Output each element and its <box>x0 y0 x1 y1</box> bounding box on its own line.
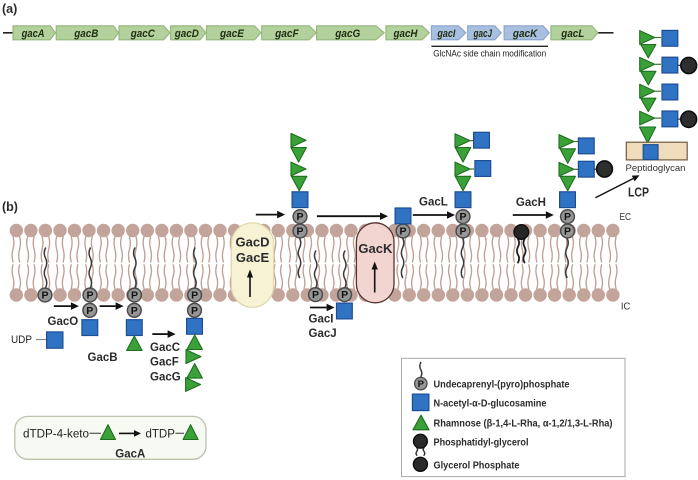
svg-text:gacB: gacB <box>73 28 98 40</box>
svg-text:GacI: GacI <box>309 314 334 326</box>
svg-text:gacJ: gacJ <box>473 28 493 40</box>
svg-text:Phosphatidyl-glycerol: Phosphatidyl-glycerol <box>434 437 529 448</box>
svg-text:GacL: GacL <box>419 197 448 209</box>
svg-text:gacI: gacI <box>437 28 457 40</box>
svg-text:gacF: gacF <box>274 28 299 40</box>
svg-text:P: P <box>459 226 466 238</box>
svg-text:Rhamnose (β-1,4-L-Rha, α-1,2/1: Rhamnose (β-1,4-L-Rha, α-1,2/1,3-L-Rha) <box>434 419 613 430</box>
svg-text:N-acetyl-α-D-glucosamine: N-acetyl-α-D-glucosamine <box>434 398 547 409</box>
svg-text:dTDP-4-keto: dTDP-4-keto <box>23 428 89 440</box>
svg-text:UDP: UDP <box>11 334 32 346</box>
svg-text:GacB: GacB <box>88 352 118 364</box>
svg-text:Peptidoglycan: Peptidoglycan <box>626 163 686 174</box>
svg-text:P: P <box>399 226 406 238</box>
svg-text:GacE: GacE <box>236 250 270 265</box>
svg-text:Glycerol Phosphate: Glycerol Phosphate <box>434 460 520 471</box>
svg-text:P: P <box>86 305 93 317</box>
svg-text:Undecaprenyl-(pyro)phosphate: Undecaprenyl-(pyro)phosphate <box>434 380 570 391</box>
svg-text:P: P <box>41 290 48 302</box>
svg-text:P: P <box>564 211 571 223</box>
svg-text:gacE: gacE <box>219 28 245 40</box>
svg-text:P: P <box>341 289 348 301</box>
svg-text:P: P <box>296 211 303 223</box>
svg-text:P: P <box>564 226 571 238</box>
svg-text:P: P <box>191 290 198 302</box>
svg-text:GacH: GacH <box>516 197 546 209</box>
svg-text:gacH: gacH <box>393 28 419 40</box>
svg-text:gacG: gacG <box>334 28 360 40</box>
svg-text:GacO: GacO <box>48 316 79 328</box>
svg-text:GacA: GacA <box>115 448 145 460</box>
svg-text:P: P <box>418 379 425 390</box>
svg-text:gacD: gacD <box>174 28 199 40</box>
svg-text:gacC: gacC <box>130 28 156 40</box>
svg-text:(a): (a) <box>2 2 17 16</box>
svg-text:gacL: gacL <box>560 28 584 40</box>
svg-text:GacG: GacG <box>150 371 181 383</box>
svg-text:EC: EC <box>620 211 632 223</box>
svg-text:P: P <box>296 226 303 238</box>
svg-text:P: P <box>131 305 138 317</box>
svg-text:GacD: GacD <box>236 235 270 250</box>
svg-text:P: P <box>312 289 319 301</box>
svg-text:gacA: gacA <box>21 28 45 40</box>
svg-text:GacF: GacF <box>150 357 179 369</box>
svg-text:LCP: LCP <box>628 186 649 200</box>
svg-text:IC: IC <box>621 300 631 312</box>
svg-text:gacK: gacK <box>512 28 538 40</box>
svg-text:P: P <box>459 211 466 223</box>
svg-text:GlcNAc side chain modification: GlcNAc side chain modification <box>433 49 546 59</box>
svg-text:GacC: GacC <box>150 342 180 354</box>
svg-text:(b): (b) <box>2 200 18 214</box>
svg-text:GacJ: GacJ <box>309 328 337 340</box>
svg-text:P: P <box>131 290 138 302</box>
svg-text:P: P <box>86 290 93 302</box>
svg-text:GacK: GacK <box>358 241 393 256</box>
svg-text:dTDP: dTDP <box>146 428 176 440</box>
svg-text:P: P <box>191 305 198 317</box>
